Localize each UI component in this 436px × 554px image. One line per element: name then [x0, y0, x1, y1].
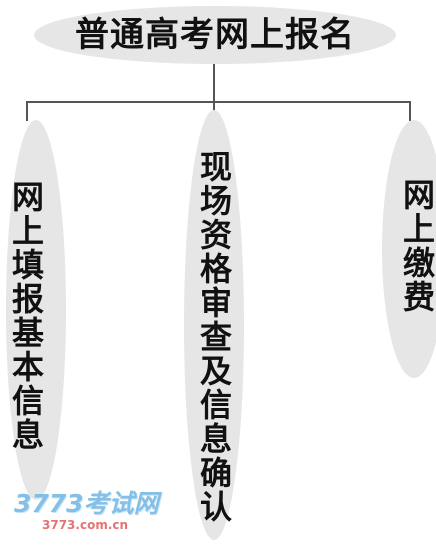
step-label-fill-info: 网上填报基本信息 — [7, 180, 45, 452]
step-node-fill-info — [6, 120, 66, 500]
step-label-onsite-review: 现场资格审查及信息确认 — [195, 150, 233, 524]
step-node-payment — [382, 120, 436, 378]
connector-trunk — [213, 64, 215, 102]
connector-right — [409, 101, 411, 121]
watermark-url: 3773.com.cn — [42, 518, 129, 532]
step-node-onsite-review — [184, 110, 244, 540]
connector-middle — [213, 101, 215, 115]
step-label-payment: 网上缴费 — [398, 178, 436, 314]
site-watermark: 3773考试网 3773.com.cn — [14, 491, 184, 531]
watermark-logo-text: 3773考试网 — [14, 489, 159, 518]
connector-horizontal — [26, 101, 411, 103]
title-node: 普通高考网上报名 — [34, 6, 396, 64]
connector-left — [26, 101, 28, 121]
diagram-title: 普通高考网上报名 — [75, 15, 355, 55]
